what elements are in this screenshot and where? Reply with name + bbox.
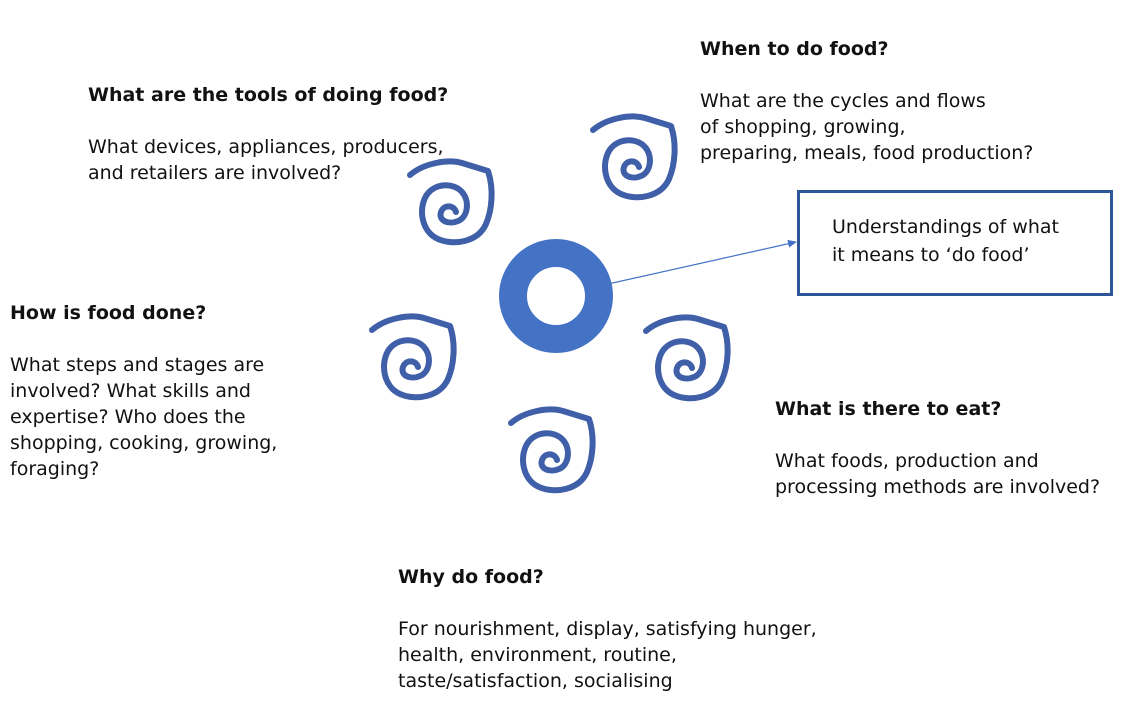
how-body: What steps and stages are involved? What…	[10, 354, 278, 480]
spiral-why	[508, 406, 596, 494]
spiral-tools	[407, 158, 495, 246]
eat-title: What is there to eat?	[775, 398, 1002, 420]
why-title: Why do food?	[398, 566, 544, 588]
outcome-box-text: Understandings of what it means to ‘do f…	[832, 216, 1059, 266]
why-body: For nourishment, display, satisfying hun…	[398, 618, 817, 692]
how-block: How is food done? What steps and stages …	[10, 274, 277, 508]
center-ring	[499, 239, 613, 353]
eat-block: What is there to eat? What foods, produc…	[775, 370, 1100, 526]
spiral-how	[369, 313, 457, 401]
when-body: What are the cycles and flows of shoppin…	[700, 90, 1034, 164]
diagram-graphics	[369, 113, 797, 494]
when-block: When to do food? What are the cycles and…	[700, 10, 1033, 192]
tools-block: What are the tools of doing food? What d…	[88, 56, 448, 212]
connector-arrow	[607, 239, 797, 285]
outcome-box: Understandings of what it means to ‘do f…	[797, 190, 1113, 296]
tools-title: What are the tools of doing food?	[88, 84, 449, 106]
why-block: Why do food? For nourishment, display, s…	[398, 538, 817, 720]
eat-body: What foods, production and processing me…	[775, 450, 1101, 498]
when-title: When to do food?	[700, 38, 889, 60]
how-title: How is food done?	[10, 302, 207, 324]
spiral-when	[590, 113, 678, 201]
spiral-eat	[643, 314, 731, 402]
tools-body: What devices, appliances, producers, and…	[88, 136, 444, 184]
